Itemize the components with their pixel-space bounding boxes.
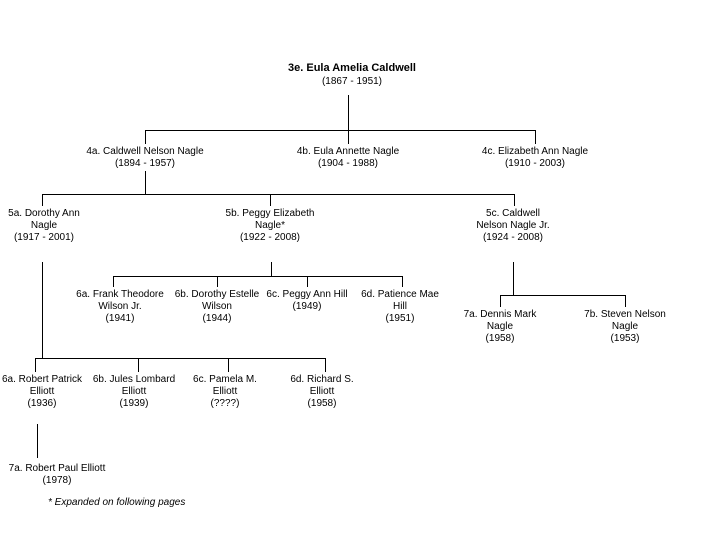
person-name: 5a. Dorothy Ann (8, 208, 80, 219)
person-dates: (1958) (307, 398, 337, 409)
connector-line (402, 276, 403, 287)
connector-line (500, 295, 501, 307)
person-node-6a-frank-theodore-wilson-jr: 6a. Frank Theodore Wilson Jr. (1941) (76, 289, 164, 325)
person-node-6b-jules-lombard-elliott: 6b. Jules Lombard Elliott (1939) (93, 374, 175, 410)
footnote-expanded-note: * Expanded on following pages (48, 497, 186, 508)
person-name: Hill (393, 301, 407, 312)
person-node-4c-elizabeth-ann-nagle: 4c. Elizabeth Ann Nagle (1910 - 2003) (482, 146, 588, 170)
person-name: 6a. Robert Patrick (1, 374, 83, 385)
connector-line (35, 358, 36, 372)
person-dates: (1951) (385, 313, 415, 324)
person-dates: (1936) (27, 398, 57, 409)
person-node-5c-caldwell-nelson-nagle-jr: 5c. Caldwell Nelson Nagle Jr. (1924 - 20… (476, 208, 549, 244)
person-name: 3e. Eula Amelia Caldwell (288, 62, 416, 74)
connector-line (42, 194, 43, 206)
person-dates: (????) (210, 398, 240, 409)
person-name: 4c. Elizabeth Ann Nagle (481, 146, 589, 157)
person-name: Wilson (201, 301, 232, 312)
person-name: 6c. Pamela M. (193, 374, 257, 385)
person-node-6d-patience-mae-hill: 6d. Patience Mae Hill (1951) (361, 289, 439, 325)
person-name: Nelson Nagle Jr. (476, 220, 550, 231)
connector-line (138, 358, 139, 372)
connector-line (228, 358, 229, 372)
connector-line (514, 194, 515, 206)
person-name: 6a. Frank Theodore (76, 289, 164, 300)
person-node-7a-dennis-mark-nagle: 7a. Dennis Mark Nagle (1958) (464, 309, 537, 345)
person-node-4b-eula-annette-nagle: 4b. Eula Annette Nagle (1904 - 1988) (297, 146, 399, 170)
person-name: 4b. Eula Annette Nagle (296, 146, 400, 157)
connector-line (145, 130, 536, 131)
connector-line (35, 358, 326, 359)
person-dates: (1953) (610, 333, 640, 344)
person-name: 7a. Robert Paul Elliott (8, 463, 106, 474)
person-dates: (1941) (105, 313, 135, 324)
person-node-6b-dorothy-estelle-wilson: 6b. Dorothy Estelle Wilson (1944) (175, 289, 260, 325)
person-dates: (1939) (119, 398, 149, 409)
connector-line (217, 276, 218, 287)
person-name: Elliott (29, 386, 55, 397)
person-dates: (1958) (485, 333, 515, 344)
person-dates: (1904 - 1988) (317, 158, 379, 169)
person-name: Elliott (309, 386, 335, 397)
person-name: 5b. Peggy Elizabeth (225, 208, 315, 219)
connector-line (307, 276, 308, 287)
person-name: 7b. Steven Nelson (584, 309, 666, 320)
connector-line (513, 262, 514, 295)
person-dates: (1910 - 2003) (504, 158, 566, 169)
person-dates: (1949) (292, 301, 322, 312)
person-dates: (1944) (202, 313, 232, 324)
connector-line (42, 262, 43, 358)
connector-line (348, 95, 349, 130)
person-name: 6b. Jules Lombard (92, 374, 176, 385)
connector-line (625, 295, 626, 307)
connector-line (348, 130, 349, 144)
connector-line (271, 262, 272, 276)
person-name: Elliott (212, 386, 238, 397)
person-name: 4a. Caldwell Nelson Nagle (86, 146, 204, 157)
person-node-3e-eula-amelia-caldwell: 3e. Eula Amelia Caldwell (1867 - 1951) (288, 61, 416, 88)
person-node-6d-richard-s-elliott: 6d. Richard S. Elliott (1958) (290, 374, 353, 410)
person-name: 6d. Richard S. (290, 374, 354, 385)
person-node-5b-peggy-elizabeth-nagle: 5b. Peggy Elizabeth Nagle* (1922 - 2008) (226, 208, 315, 244)
connector-line (535, 130, 536, 144)
person-name: 6c. Peggy Ann Hill (266, 289, 348, 300)
connector-line (113, 276, 114, 287)
person-name: Wilson Jr. (98, 301, 142, 312)
person-name: 5c. Caldwell (486, 208, 540, 219)
person-name: Nagle* (254, 220, 286, 231)
connector-line (325, 358, 326, 372)
person-node-6a-robert-patrick-elliott: 6a. Robert Patrick Elliott (1936) (2, 374, 82, 410)
person-node-6c-pamela-m-elliott: 6c. Pamela M. Elliott (????) (193, 374, 257, 410)
connector-line (42, 194, 515, 195)
person-node-7a-robert-paul-elliott: 7a. Robert Paul Elliott (1978) (9, 463, 106, 487)
person-name: 7a. Dennis Mark (463, 309, 537, 320)
connector-line (500, 295, 626, 296)
person-name: 6d. Patience Mae (361, 289, 439, 300)
person-name: Nagle (611, 321, 639, 332)
person-node-6c-peggy-ann-hill: 6c. Peggy Ann Hill (1949) (266, 289, 347, 313)
person-node-7b-steven-nelson-nagle: 7b. Steven Nelson Nagle (1953) (584, 309, 666, 345)
connector-line (113, 276, 403, 277)
connector-line (145, 130, 146, 144)
person-dates: (1924 - 2008) (482, 232, 544, 243)
person-name: Nagle (486, 321, 514, 332)
connector-line (145, 171, 146, 194)
person-dates: (1917 - 2001) (13, 232, 75, 243)
person-dates: (1978) (42, 475, 72, 486)
connector-line (37, 424, 38, 458)
person-name: Nagle (30, 220, 58, 231)
person-name: 6b. Dorothy Estelle (174, 289, 260, 300)
connector-line (270, 194, 271, 206)
person-name: Elliott (121, 386, 147, 397)
person-dates: (1867 - 1951) (321, 76, 383, 87)
person-node-4a-caldwell-nelson-nagle: 4a. Caldwell Nelson Nagle (1894 - 1957) (86, 146, 203, 170)
person-node-5a-dorothy-ann-nagle: 5a. Dorothy Ann Nagle (1917 - 2001) (8, 208, 80, 244)
person-dates: (1894 - 1957) (114, 158, 176, 169)
person-dates: (1922 - 2008) (239, 232, 301, 243)
